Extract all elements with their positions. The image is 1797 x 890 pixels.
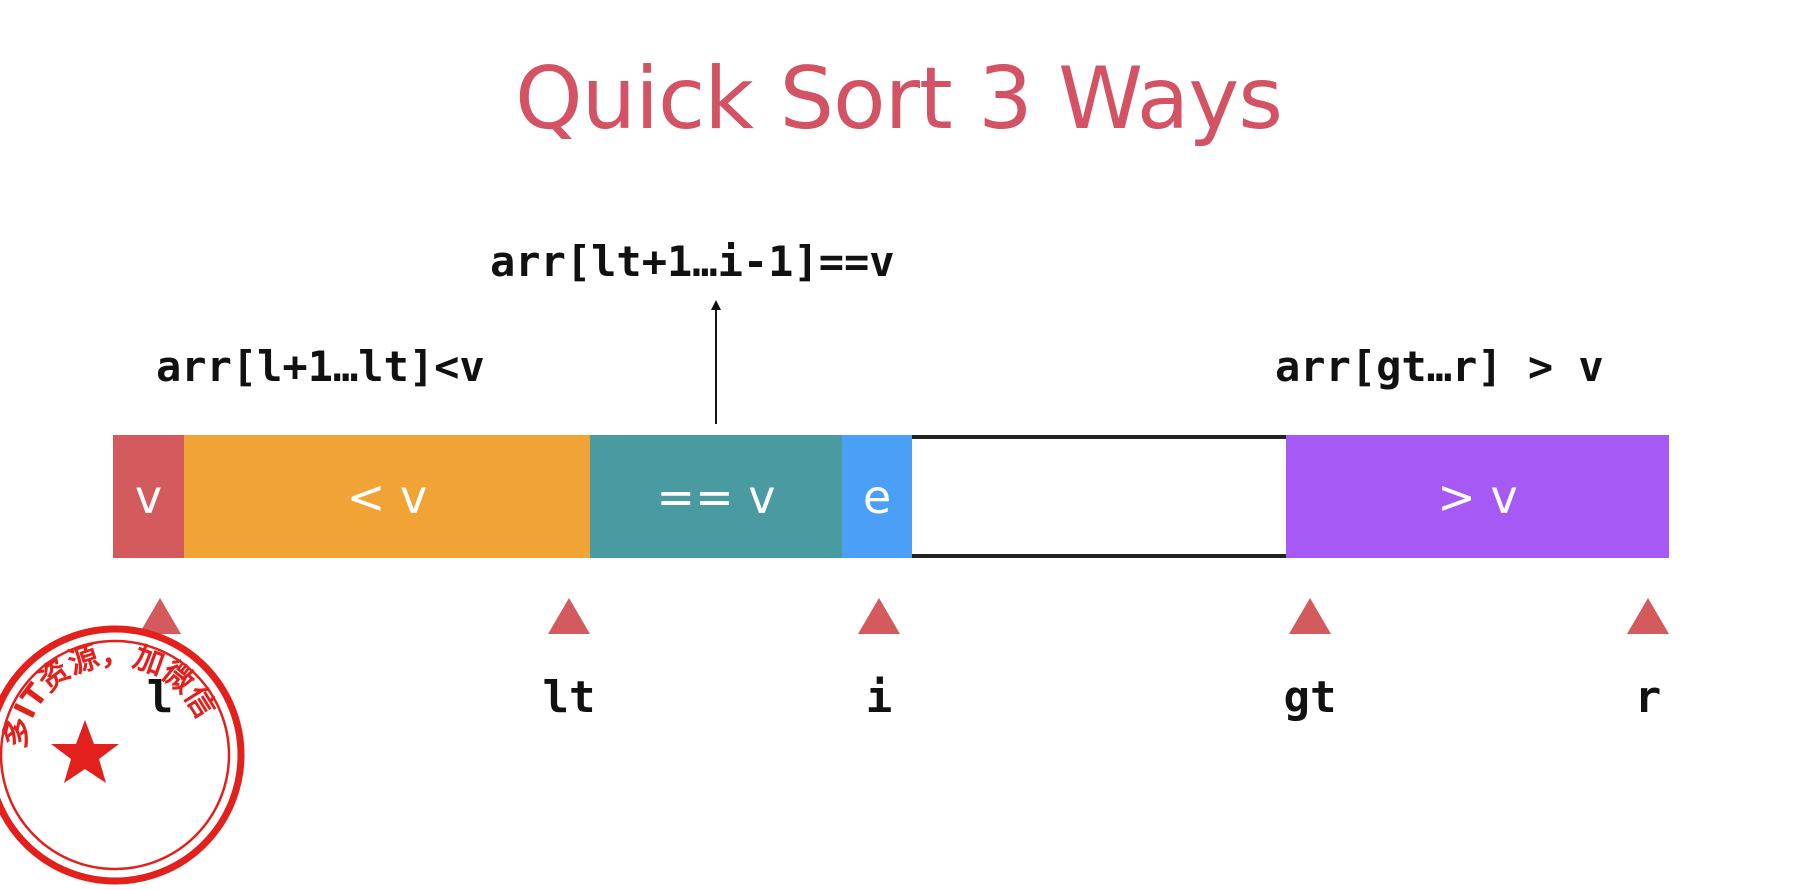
unprocessed-segment	[912, 435, 1286, 558]
pointer-r-label: r	[1634, 672, 1662, 723]
pointer-l-marker-icon	[139, 598, 181, 634]
current-element-segment: e	[842, 435, 912, 558]
arrow-up-icon	[711, 300, 721, 310]
pointer-lt-marker-icon	[548, 598, 590, 634]
pivot-segment: v	[113, 435, 184, 558]
less-range-annotation: arr[l+1…lt]<v	[156, 342, 485, 391]
greater-than-segment: > v	[1286, 435, 1669, 558]
pointer-lt-label: lt	[542, 672, 596, 723]
slide-title: Quick Sort 3 Ways	[514, 49, 1283, 149]
star-icon	[51, 720, 119, 783]
equal-segment: == v	[590, 435, 842, 558]
pointer-gt-marker-icon	[1289, 598, 1331, 634]
pointer-r-marker-icon	[1627, 598, 1669, 634]
pointer-gt-label: gt	[1283, 672, 1337, 723]
pointer-l-label: l	[146, 672, 174, 723]
watermark-stamp: 多IT资源，加微信	[0, 625, 245, 885]
less-than-segment: < v	[184, 435, 590, 558]
equal-range-annotation: arr[lt+1…i-1]==v	[490, 237, 895, 286]
equal-range-arrow	[715, 308, 717, 424]
pointer-i-label: i	[865, 672, 893, 723]
greater-range-annotation: arr[gt…r] > v	[1275, 342, 1604, 391]
pointer-i-marker-icon	[858, 598, 900, 634]
